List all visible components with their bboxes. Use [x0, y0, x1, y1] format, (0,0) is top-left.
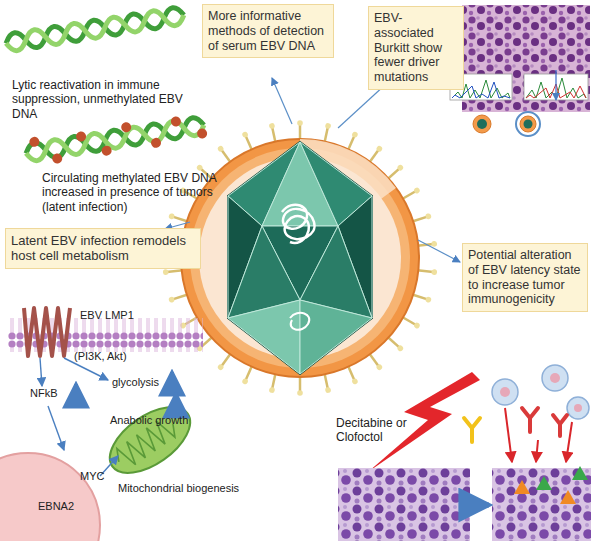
immune-cells-part [464, 418, 480, 442]
cell-membrane [8, 308, 203, 356]
histology-image-part [524, 120, 533, 129]
pathway-arrows-part [48, 406, 64, 450]
immune-cells-part [553, 415, 567, 436]
histology-image-part [520, 116, 536, 132]
immune-cells-part [492, 379, 518, 405]
histology-image-part [477, 119, 487, 129]
immune-cells-part [500, 387, 510, 397]
pathway-arrows-part [174, 394, 178, 412]
leader-arrows-part [272, 78, 292, 124]
immune-cells-part [550, 373, 560, 383]
text-box: Potential alteration of EBV latency stat… [462, 243, 588, 312]
methylated-dna-helix-part [150, 137, 161, 148]
methylated-dna-helix-part [29, 136, 40, 147]
histology-image-part [555, 70, 556, 100]
annotation-label: Lytic reactivation in immune suppression… [12, 78, 204, 121]
ebv-virion-part [269, 373, 279, 394]
histology-before-part [338, 468, 470, 541]
ebv-virion-part [322, 123, 332, 144]
immune-cells [464, 365, 589, 462]
histology-before [338, 468, 470, 541]
methylated-dna-helix-part [75, 131, 86, 142]
box-text: Potential alteration of EBV latency stat… [468, 248, 582, 307]
methylated-dna-helix-part [52, 153, 63, 164]
box-text: Latent EBV infection remodels host cell … [11, 233, 195, 264]
annotation-label: EBV LMP1 [80, 309, 160, 322]
histology-image-part [516, 112, 540, 136]
ebv-virion-part [290, 313, 309, 330]
annotation-label: Circulating methylated EBV DNA increased… [42, 171, 220, 214]
mitochondrion [99, 394, 202, 486]
immune-cells-part [522, 408, 538, 432]
ebv-virion-part [322, 373, 332, 394]
box-text: EBV-associated Burkitt show fewer driver… [374, 11, 458, 85]
text-box: Latent EBV infection remodels host cell … [5, 228, 201, 269]
ebv-virion-part [228, 300, 300, 374]
annotation-label: MYC [80, 470, 130, 483]
histology-image-part [473, 115, 491, 133]
dna-helix-part [5, 6, 186, 52]
ebv-virion-part [417, 268, 437, 276]
histology-after [492, 466, 591, 541]
ebv-virion-part [300, 300, 372, 374]
methylated-dna-helix-part [120, 122, 131, 133]
pathway-arrows-part [40, 358, 42, 386]
immune-cells-part [536, 440, 538, 462]
ebv-virion-part [297, 120, 303, 140]
annotation-label: EBNA2 [38, 500, 98, 513]
dna-helix [5, 6, 186, 52]
methylated-dna-helix-part [196, 128, 207, 139]
nucleus-part [0, 453, 100, 541]
ebv-virion-part [282, 205, 315, 243]
histology-image [450, 5, 590, 136]
immune-cells-part [574, 404, 582, 412]
annotation-label: glycolysis [112, 376, 182, 389]
transition-arrow [472, 505, 489, 506]
ebv-virion-part [181, 139, 419, 377]
cell-membrane-part [24, 308, 70, 356]
annotation-label: Decitabine or Clofoctol [336, 416, 410, 445]
immune-cells-part [542, 365, 568, 391]
annotation-label: Anabolic growth [110, 414, 220, 427]
histology-after-part [572, 466, 588, 480]
methylated-dna-helix-part [25, 116, 206, 162]
immune-cells-part [567, 397, 589, 419]
histology-after-part [514, 480, 530, 494]
leader-arrows-part [418, 240, 460, 262]
annotation-label: NFkB [30, 387, 80, 400]
methylated-dna-helix [24, 110, 208, 168]
nucleus [0, 453, 100, 541]
methylated-dna-helix-part [25, 116, 206, 162]
pathway-arrows-part [74, 384, 78, 402]
ebv-virion-part [163, 268, 183, 276]
text-box: EBV-associated Burkitt show fewer driver… [368, 6, 464, 90]
ebv-virion [163, 120, 438, 396]
annotation-label: Mitochondrial biogenesis [118, 482, 268, 495]
ebv-virion-part [228, 142, 372, 374]
methylated-dna-helix-part [101, 145, 112, 156]
leader-arrows [165, 73, 460, 262]
methylated-dna-helix-part [170, 116, 181, 127]
histology-after-part [560, 490, 576, 504]
histology-after-part [536, 476, 552, 490]
mitochondrion-part [99, 394, 202, 486]
ebv-virion-part [269, 123, 279, 144]
pathway-arrows-part [170, 372, 174, 392]
box-text: More informative methods of detection of… [208, 9, 328, 53]
dna-helix-part [5, 6, 186, 52]
transition-arrow-part [472, 503, 489, 508]
immune-cells-part [566, 422, 572, 462]
annotation-label: (PI3K, Akt) [74, 350, 154, 363]
ebv-virion-part [297, 376, 303, 396]
immune-cells-part [505, 408, 512, 462]
text-box: More informative methods of detection of… [202, 4, 334, 58]
